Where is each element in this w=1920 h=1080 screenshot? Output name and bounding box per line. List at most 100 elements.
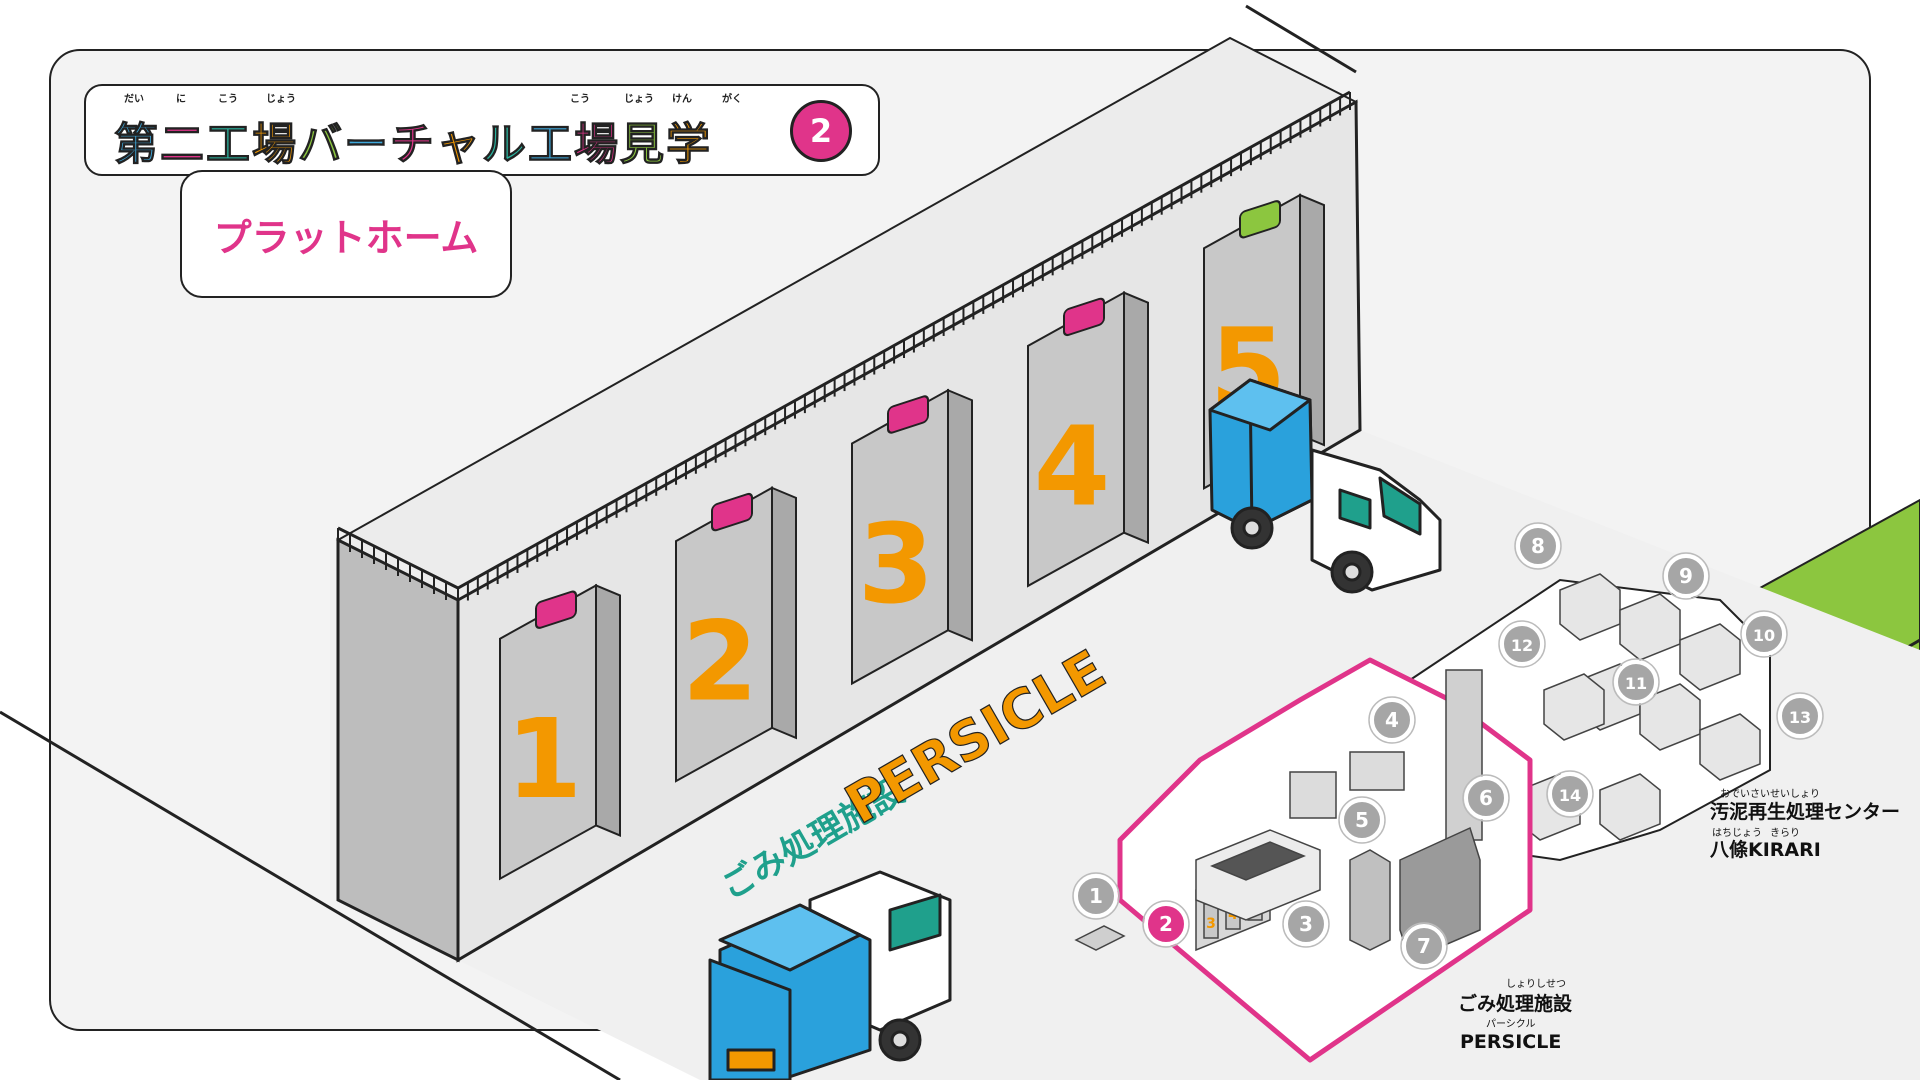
map-number: 4 bbox=[1385, 708, 1399, 732]
map-number: 5 bbox=[1355, 808, 1369, 832]
map-number-ring bbox=[1400, 922, 1448, 970]
map-number-badge bbox=[1074, 874, 1118, 918]
title-ruby-text: こう bbox=[218, 94, 238, 105]
truck-entry-icon bbox=[1074, 925, 1126, 951]
mini-bay-number: 3 bbox=[1206, 916, 1216, 932]
map-number-ring bbox=[1662, 552, 1710, 600]
title-char: 第 bbox=[114, 119, 160, 171]
road-line-left bbox=[0, 710, 621, 1080]
bay-number: 2 bbox=[682, 598, 759, 726]
kirari-machine bbox=[1679, 623, 1741, 691]
title-ruby-text: こう bbox=[570, 94, 590, 105]
map-number: 3 bbox=[1299, 912, 1313, 936]
control-panel bbox=[1289, 771, 1337, 819]
map-number-ring bbox=[1498, 620, 1546, 668]
bay-lamp bbox=[887, 395, 929, 434]
title-ruby-text: けん bbox=[672, 94, 692, 105]
bay-number: 4 bbox=[1034, 402, 1111, 530]
bay-door-1: 1 bbox=[499, 583, 621, 881]
garbage-truck-bay5 bbox=[1208, 378, 1442, 594]
bay-number: 3 bbox=[858, 500, 935, 628]
map-number-ring bbox=[1072, 872, 1120, 920]
bay-number: 1 bbox=[506, 695, 583, 823]
title-ruby-text: だい bbox=[124, 94, 144, 105]
title-ruby-text: じょう bbox=[624, 94, 654, 105]
bay-lamp bbox=[1063, 297, 1105, 337]
map-number-ring bbox=[1776, 692, 1824, 740]
title-char: 工 bbox=[528, 119, 574, 171]
persicle-label-ruby2: パーシクル bbox=[1486, 1018, 1536, 1030]
map-number-ring bbox=[1368, 696, 1416, 744]
kirari-label-ruby2b: きらり bbox=[1770, 827, 1800, 839]
title-char: バ bbox=[298, 119, 344, 171]
map-number: 12 bbox=[1511, 636, 1533, 655]
map-number-badge bbox=[1144, 902, 1188, 946]
map-number-badge bbox=[1778, 694, 1822, 738]
garbage-truck-front bbox=[708, 870, 952, 1080]
map-number-badge bbox=[1742, 612, 1786, 656]
map-number: 1 bbox=[1089, 884, 1103, 908]
map-number: 11 bbox=[1625, 674, 1647, 693]
map-number-badge bbox=[1340, 798, 1384, 842]
map-number: 13 bbox=[1789, 708, 1811, 727]
map-number-ring bbox=[1740, 610, 1788, 658]
kirari-label-en: 八條KIRARI bbox=[1710, 838, 1821, 861]
incinerator bbox=[1349, 849, 1391, 951]
map-number-ring bbox=[1462, 774, 1510, 822]
title-char: ー bbox=[344, 119, 390, 171]
map-number-ring bbox=[1514, 522, 1562, 570]
railing-posts bbox=[337, 92, 1351, 606]
title-char: 工 bbox=[206, 119, 252, 171]
map-number-ring bbox=[1612, 658, 1660, 706]
map-number-ring bbox=[1282, 900, 1330, 948]
title-ruby-text: がく bbox=[722, 94, 742, 105]
pit-contents bbox=[1210, 841, 1306, 881]
title-char: チ bbox=[390, 119, 436, 171]
map-number-badge bbox=[1370, 698, 1414, 742]
map-number-badge bbox=[1500, 622, 1544, 666]
map-number-badge bbox=[1464, 776, 1508, 820]
map-number: 6 bbox=[1479, 786, 1493, 810]
kirari-machine bbox=[1543, 673, 1605, 741]
step-badge: 2 bbox=[790, 100, 852, 162]
title-char: 場 bbox=[574, 119, 620, 171]
title-char: 見 bbox=[620, 119, 666, 171]
persicle-label-ruby: しょりしせつ bbox=[1506, 978, 1566, 990]
title-char: 二 bbox=[160, 119, 206, 171]
map-number-badge bbox=[1548, 772, 1592, 816]
persicle-label-jp: ごみ処理施設 bbox=[1458, 992, 1573, 1015]
title-char: ル bbox=[482, 119, 528, 171]
bay-door-2: 2 bbox=[675, 486, 797, 783]
kirari-machine bbox=[1699, 713, 1761, 781]
bay-lamp bbox=[711, 492, 753, 532]
kirari-label-ruby: おでいさいせいしょり bbox=[1720, 788, 1820, 800]
kirari-label-jp: 汚泥再生処理センター bbox=[1710, 800, 1900, 823]
map-number: 7 bbox=[1417, 934, 1431, 958]
map-number-ring bbox=[1338, 796, 1386, 844]
page-title: 第二工場バーチャル工場見学 bbox=[114, 108, 712, 172]
map-number: 8 bbox=[1531, 534, 1545, 558]
title-ruby-text: に bbox=[176, 94, 186, 105]
map-number-badge bbox=[1664, 554, 1708, 598]
building-side bbox=[336, 537, 460, 963]
turbine bbox=[1349, 751, 1405, 791]
title-char: ャ bbox=[436, 119, 482, 171]
map-number-badge bbox=[1516, 524, 1560, 568]
map-number-badge bbox=[1614, 660, 1658, 704]
kirari-machine bbox=[1599, 773, 1661, 841]
bay-lamp bbox=[1239, 200, 1281, 239]
bay-lamp bbox=[535, 590, 577, 629]
map-number: 14 bbox=[1559, 786, 1581, 805]
map-number-badge bbox=[1284, 902, 1328, 946]
title-char: 学 bbox=[666, 119, 712, 171]
title-char: 場 bbox=[252, 119, 298, 171]
bay-door-4: 4 bbox=[1027, 290, 1149, 588]
map-number-badge bbox=[1402, 924, 1446, 968]
persicle-label-en: PERSICLE bbox=[1460, 1031, 1561, 1053]
kirari-label-ruby2a: はちじょう bbox=[1712, 827, 1762, 839]
map-number-ring bbox=[1546, 770, 1594, 818]
title-ruby-text: じょう bbox=[266, 94, 296, 105]
